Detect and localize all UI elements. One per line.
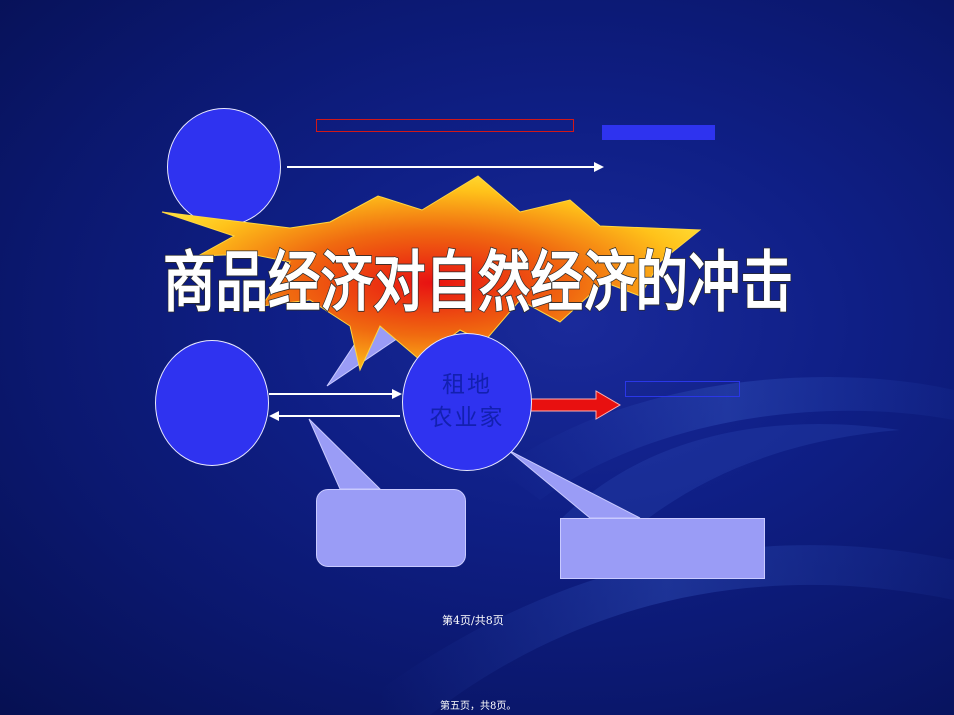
circle-bottom-left <box>155 340 269 466</box>
circle-center: 租地 农业家 <box>402 333 532 471</box>
top-arrow-head <box>594 162 604 172</box>
middle-right-arrow-head <box>392 389 402 399</box>
box-mid-right <box>625 381 740 397</box>
bottom-note: 第五页，共8页。 <box>440 701 517 712</box>
circle-top <box>167 108 281 226</box>
box-top-red <box>316 119 574 132</box>
red-block-arrow <box>530 390 621 420</box>
middle-left-arrow-head <box>269 411 279 421</box>
callout-right <box>560 518 765 579</box>
circle-center-label-line2: 农业家 <box>429 405 505 431</box>
circle-center-label-line1: 租地 <box>442 372 492 398</box>
box-top-blue <box>602 125 715 140</box>
slide-title: 商品经济对自然经济的冲击 <box>163 244 793 321</box>
callout-left <box>316 489 466 567</box>
page-indicator: 第4页/共8页 <box>442 614 504 627</box>
